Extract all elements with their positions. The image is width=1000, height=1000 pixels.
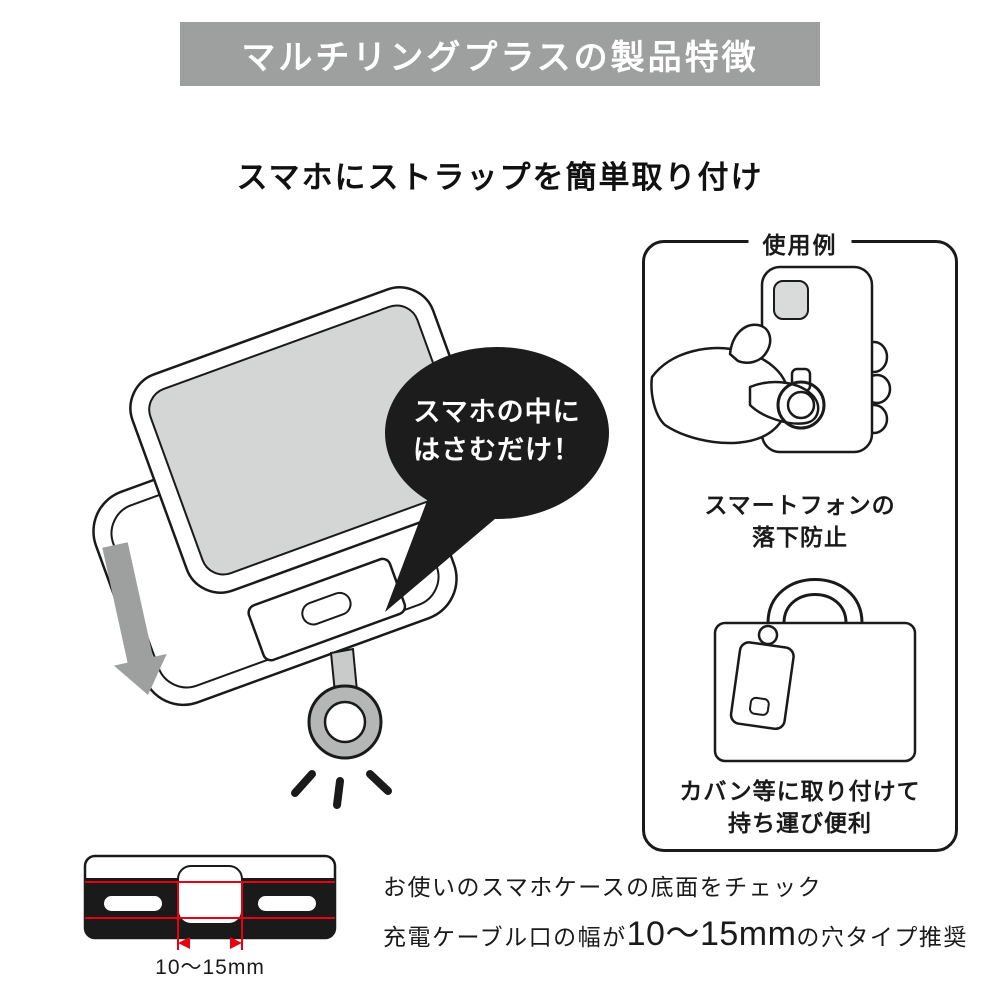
note-recommended-hole-size: 充電ケーブル口の幅が10〜15mmの穴タイプ推奨: [383, 906, 968, 955]
hand-holding-phone-illustration: [650, 265, 892, 454]
camera-module: [773, 280, 809, 320]
insert-arrow-icon: [102, 542, 167, 695]
measurement-label: 10〜15mm: [155, 956, 265, 979]
strap-tag-hole: [748, 696, 770, 716]
usage-example-panel: 使用例 スマートフォンの 落下防止: [642, 226, 958, 852]
caption-line: 落下防止: [752, 524, 848, 550]
bubble-text-line1: スマホの中に: [413, 397, 580, 427]
case-attachment-illustration: スマホの中に はさむだけ！: [92, 286, 609, 809]
page-title: マルチリングプラスの製品特徴: [241, 38, 759, 77]
measure-arrow-left: [178, 937, 190, 949]
strap-card-slot: [301, 591, 352, 626]
thumb: [728, 323, 772, 364]
caption-line: 持ち運び便利: [728, 810, 872, 836]
note-suffix: の穴タイプ推奨: [796, 924, 968, 950]
strap-tag: [729, 641, 795, 731]
speaker-hole-right: [258, 896, 316, 911]
strap-ring-inner: [323, 700, 367, 744]
note-check-case-bottom: お使いのスマホケースの底面をチェック: [383, 874, 823, 900]
smartphone-drawing: [129, 286, 491, 594]
bag-handle-inner: [782, 593, 848, 624]
section-heading: スマホにストラップを簡単取り付け: [236, 160, 764, 195]
caption-line: スマートフォンの: [704, 492, 896, 518]
caption-line: カバン等に取り付けて: [679, 778, 921, 804]
charging-port-hole: [177, 865, 243, 925]
usage-caption-carry: カバン等に取り付けて 持ち運び便利: [645, 775, 955, 839]
bubble-text-line2: はさむだけ！: [413, 435, 581, 465]
bag-attachment-illustration: [713, 578, 917, 763]
note-prefix: 充電ケーブル口の幅が: [383, 924, 627, 950]
case-bottom-measurement-illustration: 10〜15mm: [83, 854, 337, 979]
emphasis-marks: [291, 770, 392, 809]
usage-caption-drop-prevention: スマートフォンの 落下防止: [645, 489, 955, 553]
measurement-guides: [85, 881, 335, 950]
bag-handle-outer: [766, 578, 864, 624]
note-size-value: 10〜15mm: [626, 915, 797, 953]
finger-ring-inner: [786, 390, 816, 420]
title-banner: マルチリングプラスの製品特徴: [180, 22, 820, 86]
speaker-hole-left: [104, 896, 162, 911]
speech-bubble: スマホの中に はさむだけ！: [385, 347, 609, 612]
measure-arrow-right: [230, 937, 242, 949]
finger-ring-outer: [776, 380, 826, 430]
usage-panel-label: 使用例: [748, 226, 852, 260]
